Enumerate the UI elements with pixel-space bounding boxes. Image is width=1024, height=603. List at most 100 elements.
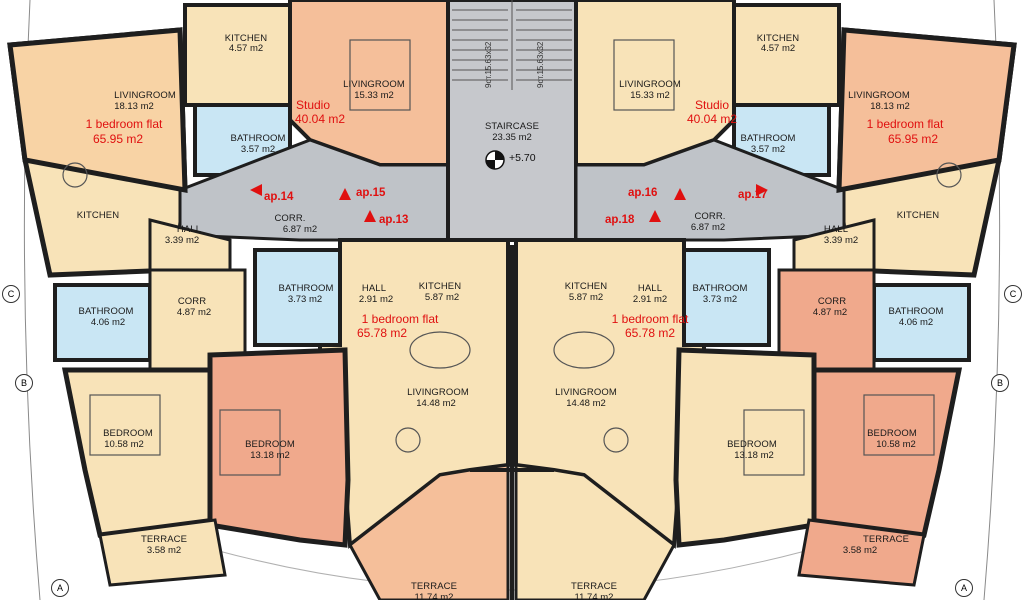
room-name-living-top-right: LIVINGROOM: [619, 79, 681, 90]
room-living-outer-left: [7, 27, 188, 194]
room-area-hall-centre-left: 2.91 m2: [358, 294, 394, 305]
room-area-bathroom-outer-right: 4.06 m2: [898, 317, 934, 328]
stair-steps-left: 9ст.15.63х32: [484, 41, 493, 88]
room-name-bedroom-outer-right: BEDROOM: [867, 428, 917, 439]
level-marker-icon: [485, 150, 505, 170]
room-area-bathroom-top-left: 3.57 m2: [240, 144, 276, 155]
room-area-living-centre-right: 14.48 m2: [566, 398, 606, 409]
room-name-corridor-right: CORR.: [694, 211, 726, 222]
flat-area-one-bed-centre-left: 65.78 m2: [356, 326, 408, 340]
room-area-corr-outer-left: 4.87 m2: [176, 307, 212, 318]
room-area-terrace-centre-left: 11.74 m2: [414, 592, 454, 603]
staircase-level: +5.70: [509, 152, 536, 164]
room-area-kitchen-top-right: 4.57 m2: [760, 43, 796, 54]
flat-name-studio-right: Studio: [694, 98, 730, 112]
room-name-hall-right: HALL: [823, 224, 849, 235]
room-area-living-right: 18.13 m2: [870, 101, 910, 112]
room-area-hall-centre-right: 2.91 m2: [632, 294, 668, 305]
room-kitchen-top-left: [183, 3, 292, 107]
room-area-living-left: 18.13 m2: [114, 101, 154, 112]
flat-area-one-bed-centre-right: 65.78 m2: [624, 326, 676, 340]
room-name-staircase: STAIRCASE: [484, 121, 540, 132]
room-area-terrace-outer-left: 3.58 m2: [146, 545, 182, 556]
apartment-label-14: ap.14: [264, 191, 294, 203]
room-area-corridor-left: 6.87 m2: [282, 224, 318, 235]
room-bathroom-centre-left: [253, 248, 342, 347]
room-name-living-left: LIVINGROOM: [114, 90, 176, 101]
grid-axis-c-right: C: [1004, 285, 1022, 303]
room-name-terrace-outer-left: TERRACE: [140, 534, 188, 545]
room-area-bathroom-top-right: 3.57 m2: [750, 144, 786, 155]
room-bathroom-left: [53, 283, 152, 362]
flat-area-studio-right: 40.04 m2: [686, 112, 738, 126]
room-name-hall-left: HALL: [176, 224, 202, 235]
room-name-kitchen-right: KITCHEN: [896, 210, 940, 221]
room-name-bathroom-centre-left: BATHROOM: [278, 283, 334, 294]
room-name-kitchen-centre-right: KITCHEN: [564, 281, 608, 292]
apartment-label-15: ap.15: [356, 187, 386, 199]
grid-axis-b-right: B: [991, 374, 1009, 392]
room-area-bedroom-centre-left: 13.18 m2: [250, 450, 290, 461]
room-area-terrace-outer-right: 3.58 m2: [842, 545, 878, 556]
room-area-hall-right: 3.39 m2: [823, 235, 859, 246]
room-area-bedroom-outer-right: 10.58 m2: [876, 439, 916, 450]
apartment-label-17: ap.17: [738, 189, 768, 201]
room-name-kitchen-top-left: KITCHEN: [224, 33, 268, 44]
flat-name-studio-left: Studio: [295, 98, 331, 112]
room-area-bathroom-outer-left: 4.06 m2: [90, 317, 126, 328]
flat-name-one-bed-centre-left: 1 bedroom flat: [361, 312, 439, 326]
room-name-living-right: LIVINGROOM: [848, 90, 910, 101]
room-area-hall-left: 3.39 m2: [164, 235, 200, 246]
flat-name-one-bed-right: 1 bedroom flat: [866, 117, 944, 131]
apartment-entry-arrows-icon: [250, 184, 768, 222]
grid-axis-a-left: A: [51, 579, 69, 597]
room-name-corr-outer-right: CORR: [817, 296, 847, 307]
room-name-bathroom-outer-right: BATHROOM: [888, 306, 944, 317]
room-area-kitchen-top-left: 4.57 m2: [228, 43, 264, 54]
apartment-label-13: ap.13: [379, 214, 409, 226]
apartment-label-18: ap.18: [605, 214, 635, 226]
flat-area-one-bed-left: 65.95 m2: [92, 132, 144, 146]
room-name-bedroom-outer-left: BEDROOM: [103, 428, 153, 439]
room-name-corr-outer-left: CORR: [177, 296, 207, 307]
room-name-bedroom-centre-left: BEDROOM: [245, 439, 295, 450]
room-name-living-centre-left: LIVINGROOM: [407, 387, 469, 398]
room-area-terrace-centre-right: 11.74 m2: [574, 592, 614, 603]
apartment-label-16: ap.16: [628, 187, 658, 199]
room-area-kitchen-centre-left: 5.87 m2: [424, 292, 460, 303]
room-name-living-top-left: LIVINGROOM: [343, 79, 405, 90]
stair-steps-right: 9ст.15.63х32: [536, 41, 545, 88]
room-area-bathroom-centre-left: 3.73 m2: [287, 294, 323, 305]
room-area-bedroom-centre-right: 13.18 m2: [734, 450, 774, 461]
room-terrace-left: [98, 518, 227, 587]
room-name-bathroom-outer-left: BATHROOM: [78, 306, 134, 317]
room-name-terrace-centre-left: TERRACE: [410, 581, 458, 592]
room-name-hall-centre-left: HALL: [361, 283, 387, 294]
room-name-living-centre-right: LIVINGROOM: [555, 387, 617, 398]
grid-axis-b-left: B: [15, 374, 33, 392]
flat-area-studio-left: 40.04 m2: [294, 112, 346, 126]
room-name-terrace-outer-right: TERRACE: [862, 534, 910, 545]
room-area-living-top-right: 15.33 m2: [630, 90, 670, 101]
flat-name-one-bed-centre-right: 1 bedroom flat: [611, 312, 689, 326]
room-area-bathroom-centre-right: 3.73 m2: [702, 294, 738, 305]
room-name-bathroom-top-right: BATHROOM: [740, 133, 796, 144]
room-area-living-centre-left: 14.48 m2: [416, 398, 456, 409]
room-name-bathroom-centre-right: BATHROOM: [692, 283, 748, 294]
room-name-bedroom-centre-right: BEDROOM: [727, 439, 777, 450]
room-area-staircase: 23.35 m2: [492, 132, 532, 143]
room-name-kitchen-left: KITCHEN: [76, 210, 120, 221]
room-area-corr-outer-right: 4.87 m2: [812, 307, 848, 318]
flat-name-one-bed-left: 1 bedroom flat: [85, 117, 163, 131]
flat-area-one-bed-right: 65.95 m2: [887, 132, 939, 146]
room-area-living-top-left: 15.33 m2: [354, 90, 394, 101]
room-area-corridor-right: 6.87 m2: [690, 222, 726, 233]
room-name-terrace-centre-right: TERRACE: [570, 581, 618, 592]
room-name-kitchen-centre-left: KITCHEN: [418, 281, 462, 292]
grid-axis-a-right: A: [955, 579, 973, 597]
grid-axis-c-left: C: [2, 285, 20, 303]
room-name-kitchen-top-right: KITCHEN: [756, 33, 800, 44]
room-name-bathroom-top-left: BATHROOM: [230, 133, 286, 144]
room-name-hall-centre-right: HALL: [637, 283, 663, 294]
